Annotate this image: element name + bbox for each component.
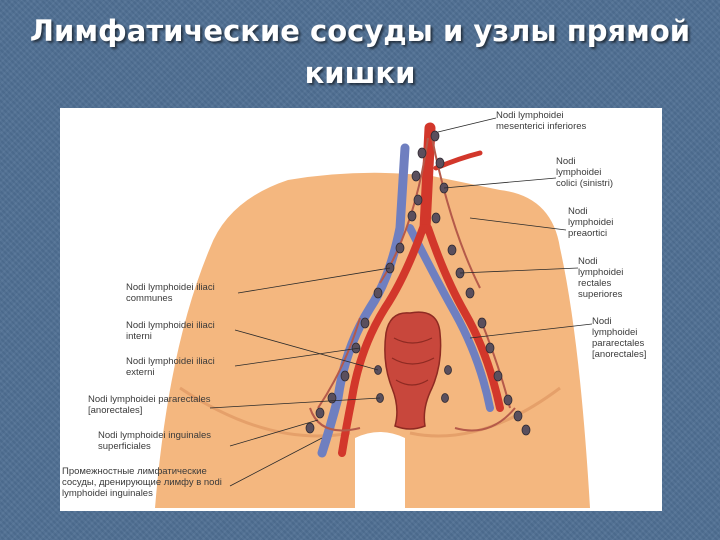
label-rectales-superiores: Nodi lymphoidei rectales superiores (578, 256, 623, 300)
anatomy-figure: Nodi lymphoidei mesenterici inferiores N… (60, 108, 662, 511)
label-iliaci-externi: Nodi lymphoidei iliaci externi (126, 356, 215, 378)
label-pararectales-right: Nodi lymphoidei pararectales [anorectale… (592, 316, 646, 360)
label-preaortici: Nodi lymphoidei preaortici (568, 206, 613, 239)
label-colici: Nodi lymphoidei colici (sinistri) (556, 156, 613, 189)
label-iliaci-communes: Nodi lymphoidei iliaci communes (126, 282, 215, 304)
slide-title: Лимфатические сосуды и узлы прямой кишки (0, 10, 720, 94)
label-inguinales: Nodi lymphoidei inguinales superficiales (98, 430, 211, 452)
label-iliaci-interni: Nodi lymphoidei iliaci interni (126, 320, 215, 342)
label-perineal-vessels-note: Промежностные лимфатические сосуды, дрен… (62, 466, 222, 499)
label-pararectales-left: Nodi lymphoidei pararectales [anorectale… (88, 394, 211, 416)
title-line-2: кишки (0, 52, 720, 94)
label-mesenterici-inferiores: Nodi lymphoidei mesenterici inferiores (496, 110, 586, 132)
title-line-1: Лимфатические сосуды и узлы прямой (0, 10, 720, 52)
